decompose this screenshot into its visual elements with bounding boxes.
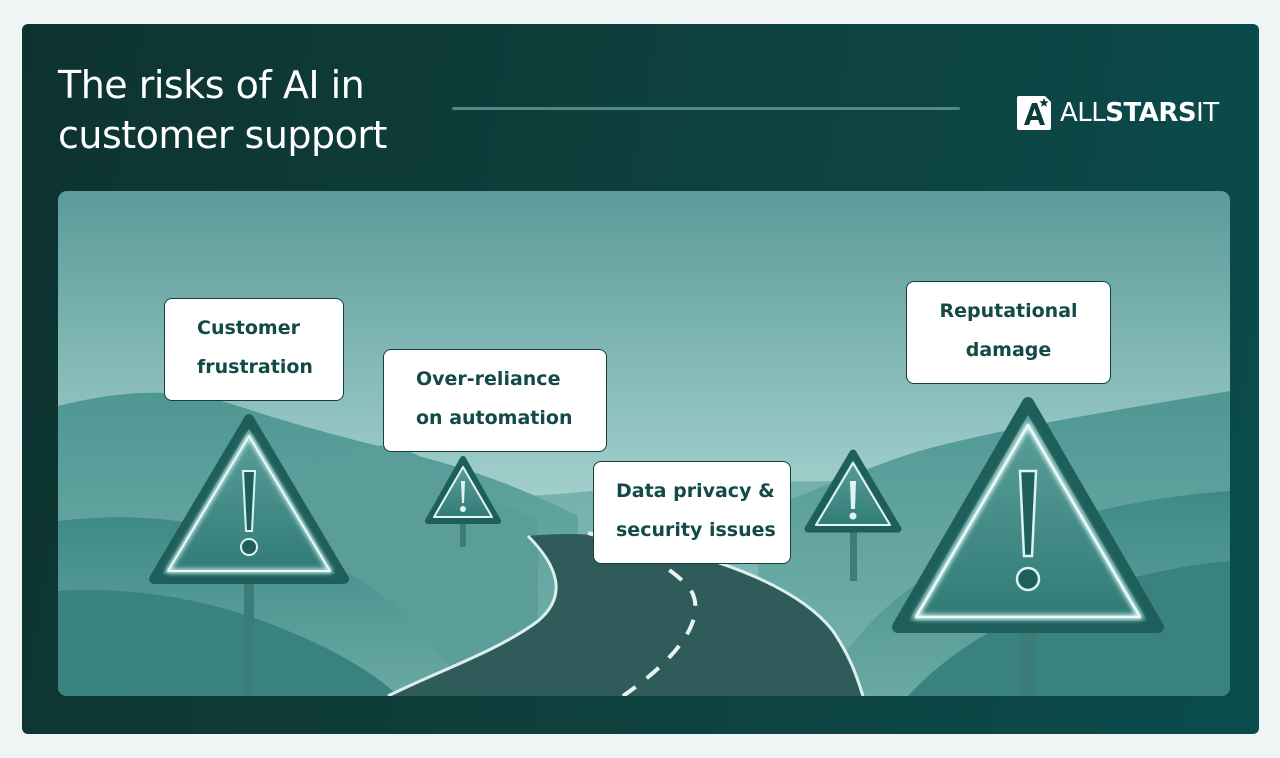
risk-label-reputational-damage: Reputational damage — [906, 281, 1111, 384]
warning-sign-reputational-damage — [892, 397, 1164, 696]
infographic-card: The risks of AI in customer support ALLS… — [22, 24, 1259, 734]
warning-sign-over-reliance — [425, 456, 501, 547]
page-title: The risks of AI in customer support — [58, 63, 387, 157]
risk-label-data-privacy: Data privacy & security issues — [593, 461, 791, 564]
road-illustration: Customer frustration Over-reliance on au… — [58, 191, 1230, 696]
title-divider — [452, 107, 960, 110]
brand-name-bold: STARS — [1105, 98, 1197, 128]
brand-name: ALLSTARSIT — [1060, 93, 1219, 133]
risk-label-over-reliance: Over-reliance on automation — [383, 349, 607, 452]
warning-sign-data-privacy — [804, 449, 902, 581]
brand-name-light: ALL — [1060, 98, 1106, 128]
risk-label-customer-frustration: Customer frustration — [164, 298, 344, 401]
star-a-logo-icon — [1017, 96, 1051, 130]
warning-sign-customer-frustration — [149, 414, 349, 696]
brand-name-tail: IT — [1196, 98, 1219, 128]
brand-logo: ALLSTARSIT — [1015, 93, 1219, 133]
